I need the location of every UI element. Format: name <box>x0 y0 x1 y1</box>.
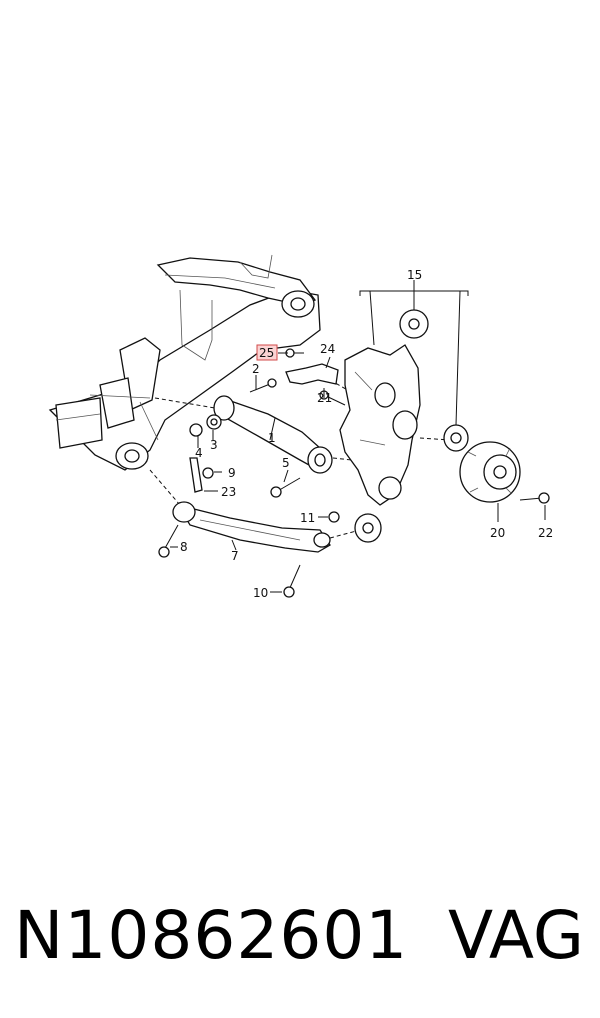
subframe <box>48 254 321 471</box>
callout-24[interactable]: 24 <box>320 342 335 356</box>
leader-lines <box>170 280 546 593</box>
callout-4[interactable]: 4 <box>195 446 203 460</box>
callout-2[interactable]: 2 <box>252 362 260 376</box>
callout-7[interactable]: 7 <box>231 549 239 563</box>
bracket <box>285 363 339 385</box>
callout-11[interactable]: 11 <box>300 511 315 525</box>
callout-3[interactable]: 3 <box>210 438 218 452</box>
wheel-bearing-housing <box>339 344 421 506</box>
callout-9[interactable]: 9 <box>228 466 236 480</box>
highlight-box-25 <box>256 344 278 361</box>
callout-10[interactable]: 10 <box>253 586 268 600</box>
bushing-set <box>354 309 469 543</box>
callout-22[interactable]: 22 <box>538 526 553 540</box>
wheel-hub <box>459 441 521 503</box>
brand-label: VAG <box>447 897 584 974</box>
callout-labels: 25 24 2 1 21 4 3 5 9 23 11 7 8 10 15 20 … <box>180 268 553 600</box>
callout-23[interactable]: 23 <box>221 485 236 499</box>
callout-1[interactable]: 1 <box>268 431 276 445</box>
rear-suspension-exploded-diagram: 25 24 2 1 21 4 3 5 9 23 11 7 8 10 15 20 … <box>48 254 553 600</box>
callout-20[interactable]: 20 <box>490 526 505 540</box>
fasteners <box>158 348 550 598</box>
callout-21[interactable]: 21 <box>317 391 332 405</box>
part-number: N10862601 <box>14 897 409 974</box>
callout-5[interactable]: 5 <box>282 456 290 470</box>
footer: N10862601 VAG <box>0 888 600 988</box>
lower-control-arm <box>172 501 331 553</box>
callout-25[interactable]: 25 <box>259 346 274 360</box>
callout-15[interactable]: 15 <box>407 268 422 282</box>
callout-8[interactable]: 8 <box>180 540 188 554</box>
